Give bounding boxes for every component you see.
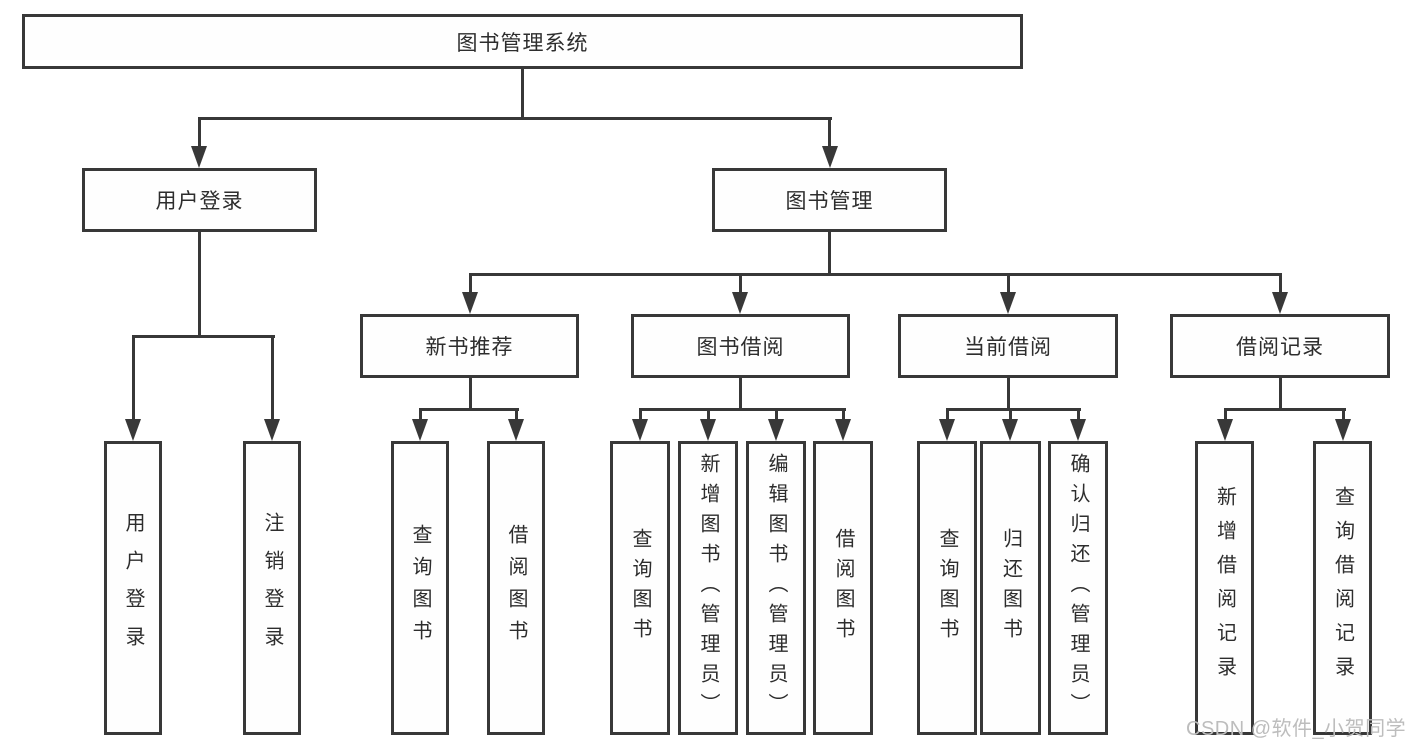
arrowhead-down-icon — [191, 146, 207, 168]
node-book-management-label: 图书管理 — [785, 190, 874, 213]
connector-line — [419, 408, 422, 422]
leaf-edit-book-admin: 编辑图书（管理员） — [746, 441, 806, 735]
connector-line — [1077, 408, 1080, 422]
connector-line — [132, 335, 275, 338]
arrowhead-down-icon — [768, 419, 784, 441]
connector-line — [1279, 378, 1282, 408]
connector-line — [469, 273, 1282, 276]
connector-line — [469, 273, 472, 297]
connector-line — [639, 408, 642, 422]
leaf-confirm-return-admin: 确认归还（管理员） — [1048, 441, 1108, 735]
leaf-return-books-label: 归还图书 — [999, 528, 1022, 648]
leaf-borrowing-borrow-books-label: 借阅图书 — [832, 528, 854, 648]
connector-line — [707, 408, 710, 422]
connector-line — [198, 117, 201, 149]
node-user-login-label: 用户登录 — [155, 190, 244, 213]
arrowhead-down-icon — [508, 419, 524, 441]
node-user-login: 用户登录 — [82, 168, 317, 232]
arrowhead-down-icon — [1000, 292, 1016, 314]
connector-line — [271, 335, 274, 420]
node-current-borrowing-label: 当前借阅 — [964, 336, 1052, 359]
connector-line — [828, 117, 831, 149]
arrowhead-down-icon — [412, 419, 428, 441]
connector-line — [469, 378, 472, 408]
connector-line — [419, 408, 519, 411]
leaf-return-books: 归还图书 — [980, 441, 1041, 735]
node-new-book-recommend-label: 新书推荐 — [425, 336, 514, 359]
leaf-add-borrow-record-label: 新增借阅记录 — [1213, 486, 1236, 690]
leaf-current-search-books-label: 查询图书 — [936, 528, 958, 648]
arrowhead-down-icon — [1217, 419, 1233, 441]
arrowhead-down-icon — [822, 146, 838, 168]
connector-line — [946, 408, 949, 422]
leaf-borrowing-search-books-label: 查询图书 — [629, 528, 651, 648]
connector-line — [521, 69, 524, 117]
leaf-current-search-books: 查询图书 — [917, 441, 977, 735]
node-book-borrowing: 图书借阅 — [631, 314, 850, 378]
leaf-add-borrow-record: 新增借阅记录 — [1195, 441, 1254, 735]
connector-line — [1007, 378, 1010, 408]
connector-line — [1342, 408, 1345, 422]
leaf-user-login-label: 用户登录 — [122, 512, 144, 664]
node-book-management: 图书管理 — [712, 168, 947, 232]
connector-line — [775, 408, 778, 422]
node-new-book-recommend: 新书推荐 — [360, 314, 579, 378]
leaf-borrowing-borrow-books: 借阅图书 — [813, 441, 873, 735]
leaf-user-login: 用户登录 — [104, 441, 162, 735]
leaf-search-borrow-record: 查询借阅记录 — [1313, 441, 1372, 735]
arrowhead-down-icon — [632, 419, 648, 441]
arrowhead-down-icon — [835, 419, 851, 441]
leaf-add-book-admin: 新增图书（管理员） — [678, 441, 738, 735]
leaf-recommend-search-books: 查询图书 — [391, 441, 449, 735]
connector-line — [515, 408, 518, 422]
arrowhead-down-icon — [732, 292, 748, 314]
connector-line — [1224, 408, 1227, 422]
connector-line — [198, 232, 201, 335]
leaf-logout-label: 注销登录 — [261, 512, 283, 664]
connector-line — [639, 408, 846, 411]
arrowhead-down-icon — [700, 419, 716, 441]
arrowhead-down-icon — [125, 419, 141, 441]
connector-line — [1007, 273, 1010, 297]
connector-line — [739, 273, 742, 297]
connector-line — [842, 408, 845, 422]
leaf-recommend-borrow-books-label: 借阅图书 — [505, 524, 527, 652]
arrowhead-down-icon — [264, 419, 280, 441]
arrowhead-down-icon — [462, 292, 478, 314]
connector-line — [1224, 408, 1346, 411]
connector-line — [946, 408, 1081, 411]
arrowhead-down-icon — [1335, 419, 1351, 441]
arrowhead-down-icon — [939, 419, 955, 441]
leaf-search-borrow-record-label: 查询借阅记录 — [1331, 486, 1354, 690]
connector-line — [1279, 273, 1282, 297]
connector-line — [1009, 408, 1012, 422]
leaf-borrowing-search-books: 查询图书 — [610, 441, 670, 735]
node-borrow-records: 借阅记录 — [1170, 314, 1390, 378]
arrowhead-down-icon — [1002, 419, 1018, 441]
leaf-confirm-return-admin-label: 确认归还（管理员） — [1067, 453, 1089, 723]
leaf-recommend-search-books-label: 查询图书 — [409, 524, 431, 652]
leaf-recommend-borrow-books: 借阅图书 — [487, 441, 545, 735]
leaf-edit-book-admin-label: 编辑图书（管理员） — [765, 453, 787, 723]
leaf-add-book-admin-label: 新增图书（管理员） — [697, 453, 719, 723]
node-library-system: 图书管理系统 — [22, 14, 1023, 69]
connector-line — [739, 378, 742, 408]
arrowhead-down-icon — [1070, 419, 1086, 441]
node-borrow-records-label: 借阅记录 — [1236, 336, 1324, 359]
connector-line — [828, 232, 831, 273]
csdn-watermark: CSDN @软件_小贺同学 — [1186, 718, 1405, 740]
leaf-logout: 注销登录 — [243, 441, 301, 735]
connector-line — [132, 335, 135, 420]
connector-line — [198, 117, 832, 120]
node-book-borrowing-label: 图书借阅 — [696, 336, 785, 359]
arrowhead-down-icon — [1272, 292, 1288, 314]
node-library-system-label: 图书管理系统 — [456, 31, 589, 55]
node-current-borrowing: 当前借阅 — [898, 314, 1118, 378]
